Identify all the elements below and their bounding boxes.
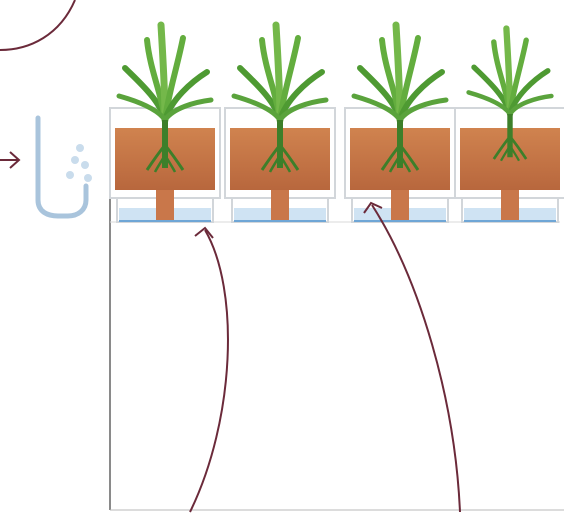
container-3 [345,25,455,222]
container-4 [455,29,564,223]
container-2 [225,25,335,222]
arrow-icon [0,152,19,168]
water-faucet-icon [38,118,92,216]
arrow-to-container-1 [190,228,228,512]
curved-arrow-top-left [0,0,75,50]
arrow-to-container-3 [364,203,460,512]
container-1 [110,25,220,222]
